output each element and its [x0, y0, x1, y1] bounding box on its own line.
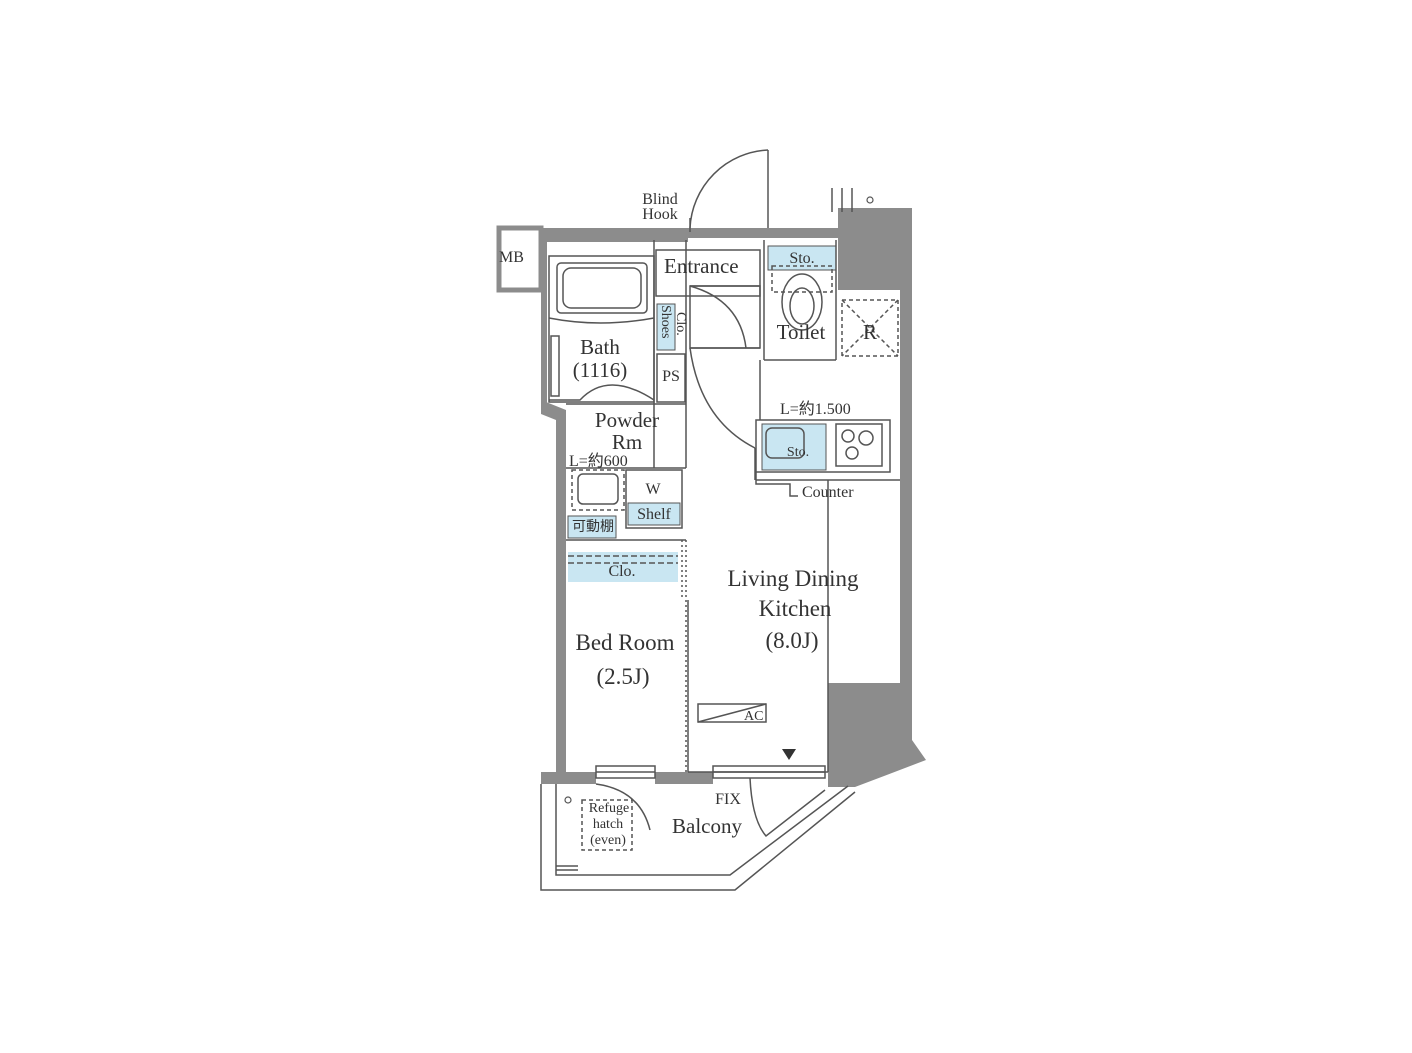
storage-kitchen-label: Sto.: [786, 445, 810, 460]
fix-label: FIX: [715, 791, 741, 808]
refuge-hatch-label: Refuge: [588, 801, 630, 816]
powder-room-label: Powder: [594, 408, 660, 432]
bath-size-label: (1116): [572, 358, 628, 382]
toilet-label: Toilet: [776, 320, 826, 344]
shelf-label: Shelf: [637, 506, 671, 523]
closet-fill: [568, 552, 678, 582]
bath-label: Bath: [580, 335, 620, 359]
w-label: W: [645, 481, 661, 498]
kitchen-length-label: L=約1.500: [780, 401, 851, 418]
refuge-hatch-label-2: hatch: [592, 817, 624, 832]
w-shelf-fill: [627, 502, 681, 526]
wall-left-upper: [541, 228, 547, 403]
shoes-closet-label-2: Clo.: [673, 312, 688, 336]
shoes-closet-label: Shoes: [658, 305, 673, 339]
movable-shelf-fill: [567, 515, 617, 539]
blind-hook-label-2: Hook: [642, 206, 678, 223]
balcony-label: Balcony: [672, 814, 742, 838]
bed-room-label: Bed Room: [575, 630, 675, 655]
storage-kitchen-fill: [761, 423, 827, 471]
ldk-size-label: (8.0J): [765, 628, 819, 653]
shoes-closet-fill: [656, 303, 676, 351]
mb-label: MB: [499, 249, 524, 266]
counter-label: Counter: [802, 484, 854, 501]
direction-marker-icon: [782, 749, 796, 760]
wall-left-step: [541, 400, 566, 772]
mb-box: [496, 225, 544, 293]
ldk-label: Living Dining: [727, 566, 859, 591]
bed-room-size-label: (2.5J): [596, 664, 650, 689]
structural-wall-right: [828, 208, 926, 787]
ps-label: PS: [662, 368, 680, 385]
wall-bottom-left: [541, 772, 596, 784]
wall-bottom-mid: [655, 772, 713, 784]
wall-top-left: [541, 228, 688, 242]
ac-label: AC: [744, 709, 764, 724]
closet-label: Clo.: [608, 563, 636, 580]
refrigerator-label: R: [862, 320, 878, 344]
powder-room-label-2: Rm: [611, 430, 643, 454]
vanity-length-label: L=約600: [569, 453, 628, 470]
storage-toilet-label: Sto.: [789, 250, 815, 267]
movable-shelf-label: 可動棚: [572, 520, 614, 535]
interior-lines: [540, 149, 900, 891]
ldk-label-2: Kitchen: [758, 596, 832, 621]
entrance-label: Entrance: [664, 254, 739, 278]
blind-hook-label-1: Blind: [642, 191, 678, 208]
refuge-hatch-label-3: (even): [590, 833, 626, 848]
wall-top-mid: [688, 228, 838, 238]
